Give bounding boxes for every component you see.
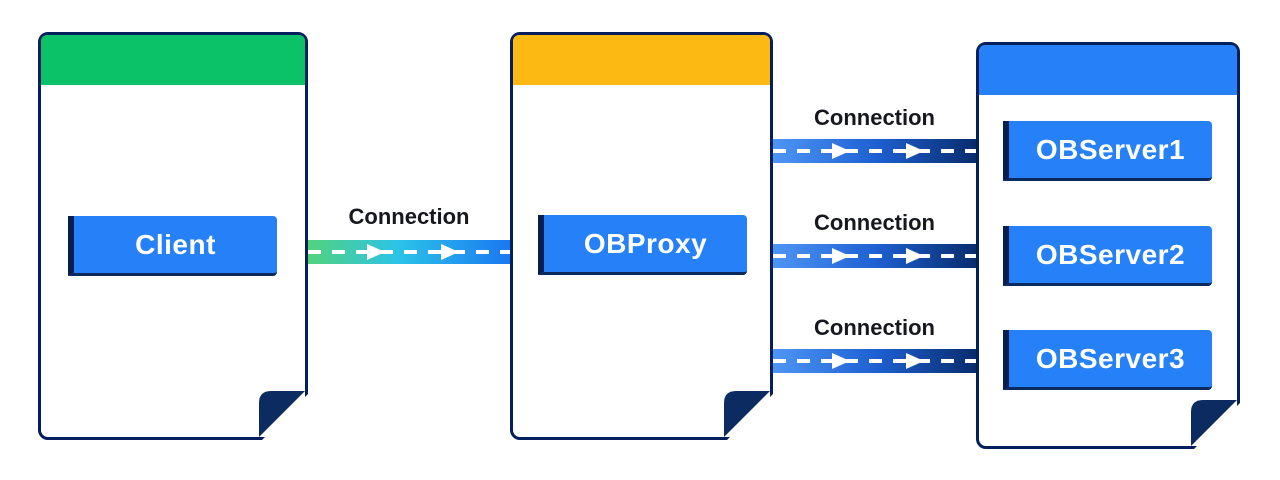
client-card-header (41, 35, 305, 85)
client-node-label: Client (135, 228, 216, 260)
client-card-fold-corner (259, 391, 305, 437)
obproxy-node-label: OBProxy (583, 227, 708, 259)
observer3-node-label: OBServer3 (1035, 342, 1186, 374)
client-node: Client (68, 216, 277, 276)
observer1-node-label: OBServer1 (1035, 133, 1186, 165)
connection-label-client-obproxy: Connection (348, 204, 470, 229)
observer-card-fold-corner (1191, 400, 1237, 446)
obproxy-node: OBProxy (538, 215, 747, 275)
observer-card-header (979, 45, 1237, 95)
connection-arrow-obproxy-observer1 (773, 139, 976, 163)
connection-label-obproxy-observer3: Connection (814, 315, 935, 340)
obproxy-card-header (513, 35, 770, 85)
observer2-node-label: OBServer2 (1035, 238, 1186, 270)
connection-label-obproxy-observer1: Connection (814, 105, 935, 130)
connection-arrow-client-obproxy (308, 240, 510, 264)
obproxy-card-fold-corner (724, 391, 770, 437)
connection-arrow-obproxy-observer3 (773, 349, 976, 373)
connection-arrow-obproxy-observer2 (773, 244, 976, 268)
observer2-node: OBServer2 (1003, 226, 1212, 286)
connection-label-obproxy-observer2: Connection (814, 210, 935, 235)
observer1-node: OBServer1 (1003, 121, 1212, 181)
observer3-node: OBServer3 (1003, 330, 1212, 390)
